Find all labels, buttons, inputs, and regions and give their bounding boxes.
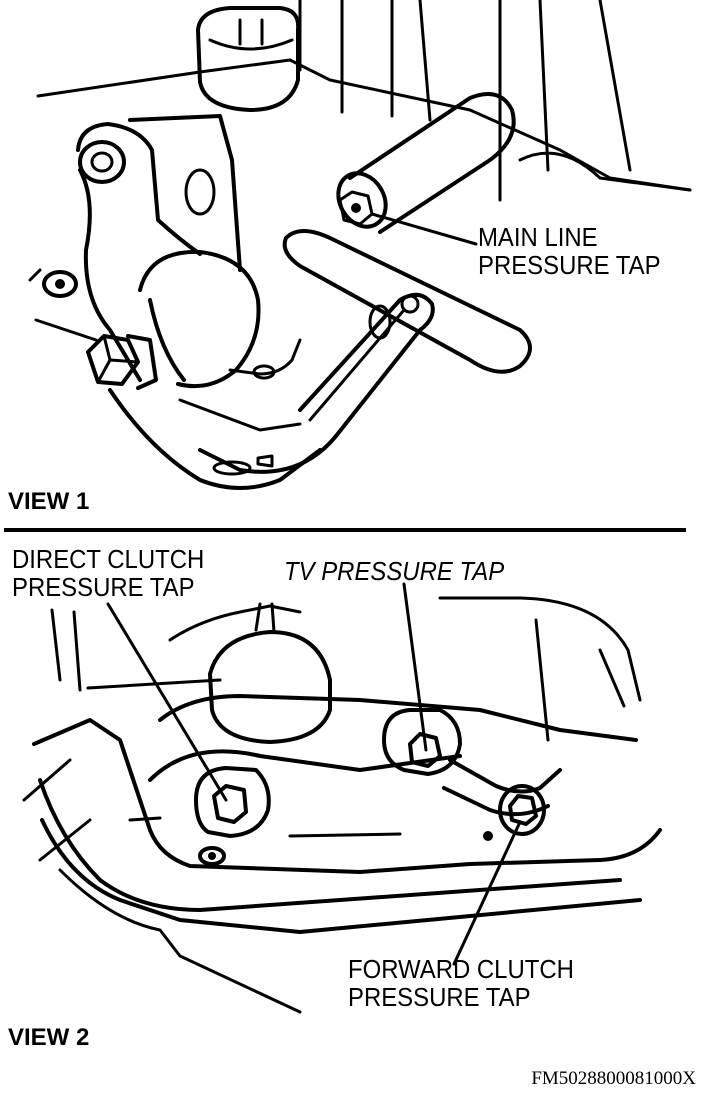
callout-line-1: FORWARD CLUTCH — [348, 954, 574, 984]
callout-line-1: MAIN LINE — [478, 222, 598, 252]
tv-pressure-tap-label: TV PRESSURE TAP — [284, 556, 505, 586]
view-divider — [4, 528, 686, 532]
callout-line-1: DIRECT CLUTCH — [12, 544, 205, 574]
view-1-illustration — [28, 0, 692, 490]
callout-line-2: PRESSURE TAP — [12, 572, 195, 602]
view-1-label: VIEW 1 — [8, 488, 90, 515]
forward-clutch-pressure-tap-label: FORWARD CLUTCH PRESSURE TAP — [348, 956, 574, 1010]
view-2-illustration — [22, 582, 662, 1014]
callout-line-2: PRESSURE TAP — [348, 982, 531, 1012]
figure-id: FM5028800081000X — [531, 1068, 696, 1089]
view-2-label: VIEW 2 — [8, 1024, 90, 1051]
main-line-pressure-tap-label: MAIN LINE PRESSURE TAP — [478, 224, 661, 278]
direct-clutch-pressure-tap-label: DIRECT CLUTCH PRESSURE TAP — [12, 546, 204, 600]
callout-line-2: PRESSURE TAP — [478, 250, 661, 280]
view-2-panel: DIRECT CLUTCH PRESSURE TAP TV PRESSURE T… — [0, 532, 704, 1052]
view-1-panel: MAIN LINE PRESSURE TAP VIEW 1 — [0, 0, 704, 520]
